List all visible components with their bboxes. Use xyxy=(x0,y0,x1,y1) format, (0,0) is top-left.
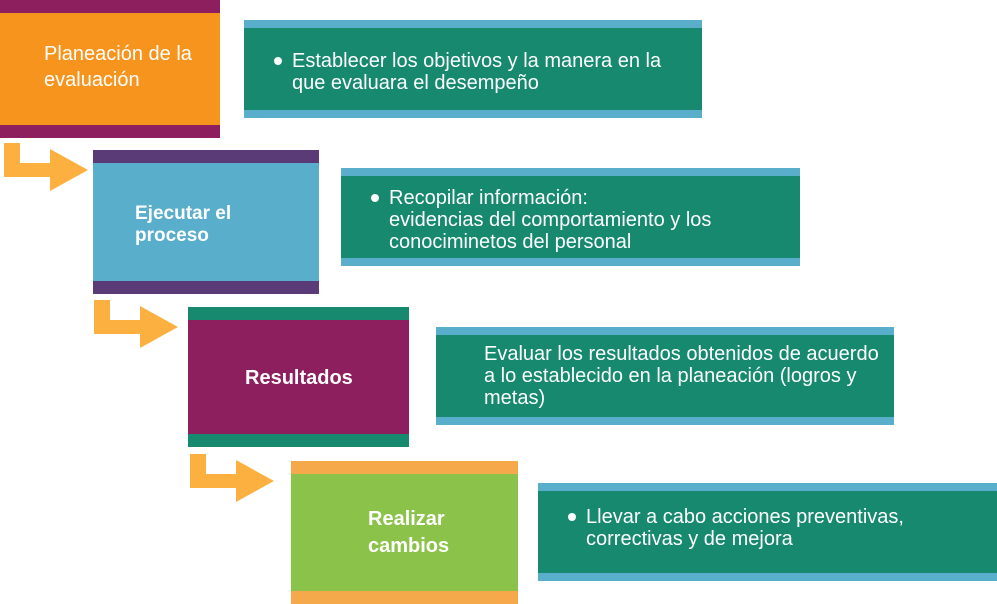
note-text-continued: evidencias del comportamiento y los cono… xyxy=(389,209,712,253)
note-text: Llevar a cabo acciones preventivas, corr… xyxy=(568,506,977,550)
step-resultados-note: Evaluar los resultados obtenidos de acue… xyxy=(436,327,894,425)
step-ejecutar-note: Recopilar información: evidencias del co… xyxy=(341,168,800,266)
note-text: Establecer los objetivos y la manera en … xyxy=(274,50,682,94)
step-planeacion-box: Planeación de la evaluación xyxy=(0,0,220,138)
step-planeacion-label: Planeación de la evaluación xyxy=(44,43,192,91)
step-realizar-box: Realizar cambios xyxy=(291,461,518,604)
flow-arrow-1 xyxy=(4,143,88,191)
flow-arrow-2 xyxy=(94,300,178,348)
step-realizar-label: Realizar cambios xyxy=(368,508,450,557)
step-resultados-label: Resultados xyxy=(245,367,353,389)
step-ejecutar-box: Ejecutar el proceso xyxy=(93,150,319,294)
flow-arrow-3 xyxy=(190,454,274,502)
step-ejecutar-label: Ejecutar el proceso xyxy=(135,203,232,246)
step-planeacion-note: Establecer los objetivos y la manera en … xyxy=(244,20,702,118)
note-text: Evaluar los resultados obtenidos de acue… xyxy=(484,343,879,409)
step-realizar-note: Llevar a cabo acciones preventivas, corr… xyxy=(538,483,997,581)
note-text: Recopilar información: xyxy=(371,187,780,209)
step-resultados-box: Resultados xyxy=(188,307,409,447)
